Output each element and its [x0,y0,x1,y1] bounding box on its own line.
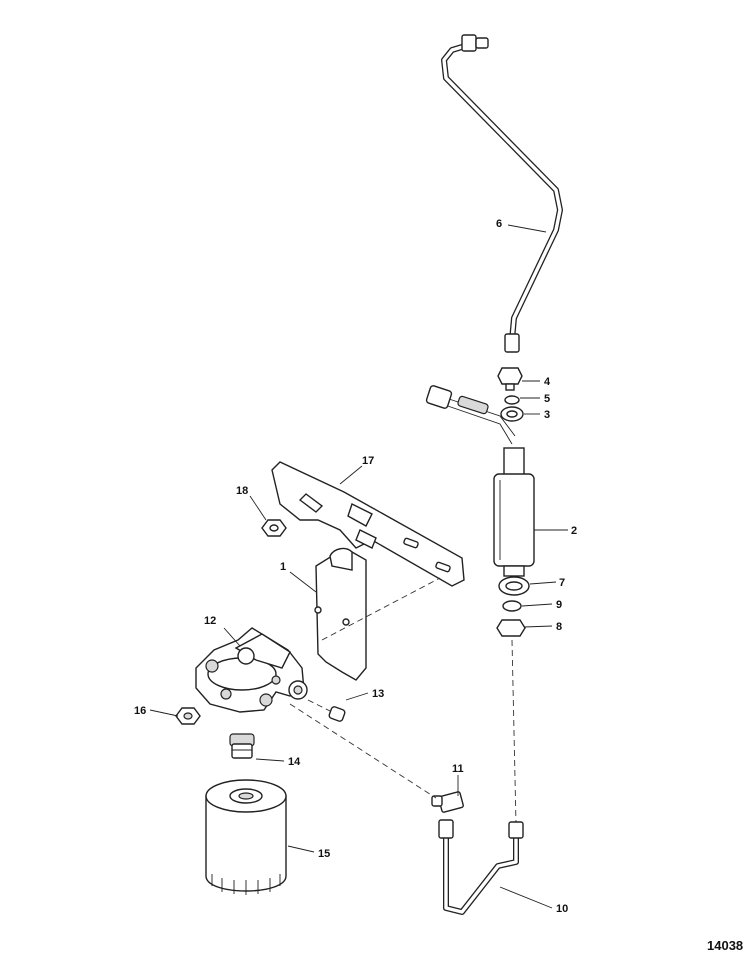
nut-18 [261,519,287,537]
filter-head-12 [195,627,308,713]
callout-16: 16 [134,705,146,717]
callout-4: 4 [544,376,551,388]
fitting-11 [431,791,464,813]
callout-17: 17 [362,455,374,467]
filter-15 [205,779,287,895]
nut-7 [498,576,530,596]
callout-12: 12 [204,615,216,627]
washer-5 [504,395,520,405]
callout-14: 14 [288,756,301,768]
callout-3: 3 [544,409,550,421]
callout-5: 5 [544,393,550,405]
wire-harness [425,385,516,445]
callout-13: 13 [372,688,384,700]
figure-number: 14038 [707,938,743,953]
bracket-17 [271,461,465,587]
lower-fuel-line [438,819,524,915]
fitting-4 [497,367,523,391]
fitting-8 [496,619,526,637]
callout-9: 9 [556,599,562,611]
bracket-1 [314,547,367,681]
callout-10: 10 [556,903,568,915]
leader-lines [149,224,568,909]
callout-labels: 6 4 5 3 2 7 9 8 10 11 12 13 16 14 15 17 … [134,218,577,915]
fuel-pump-2 [493,447,535,577]
callout-6: 6 [496,218,502,230]
callout-2: 2 [571,525,577,537]
callout-11: 11 [452,763,464,775]
nut-3 [500,406,524,422]
callout-8: 8 [556,621,562,633]
callout-18: 18 [236,485,248,497]
callout-1: 1 [280,561,286,573]
adapter-14 [229,733,255,759]
callout-7: 7 [559,577,565,589]
plug-16 [175,707,201,725]
upper-fuel-line [441,34,563,353]
plug-13 [328,706,346,722]
washer-9 [502,600,522,612]
callout-15: 15 [318,848,330,860]
